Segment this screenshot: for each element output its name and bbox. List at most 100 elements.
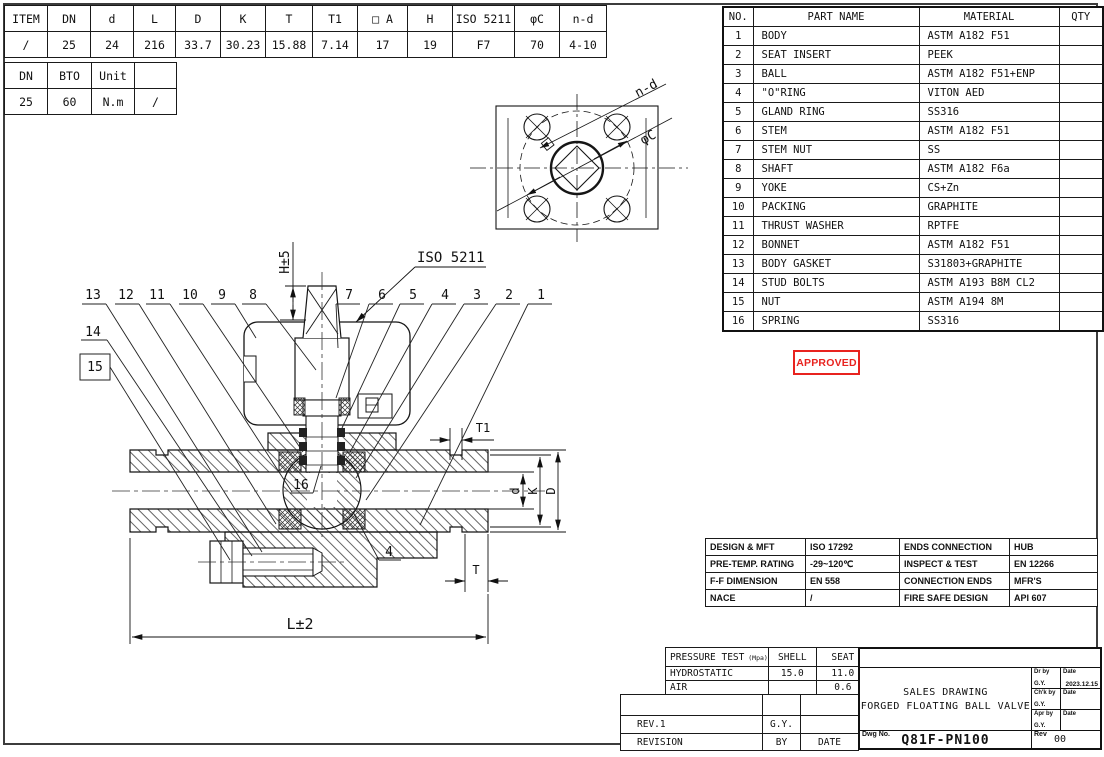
part-name: STEM NUT [752,140,920,160]
packing-ring [337,456,345,465]
dim-value: 33.7 [175,31,221,58]
part-qty [1058,83,1104,103]
bolt-hole [603,195,631,223]
part-material: ASTM A182 F51+ENP [918,64,1060,84]
drain-bolt-tip [312,547,323,577]
dim-header: n-d [559,5,607,32]
torque-value: 25 [4,88,48,115]
callout-7: 7 [345,288,353,303]
approved-stamp: APPROVED [793,350,860,375]
t1-dim-label: T1 [476,421,490,435]
torque-value: N.m [91,88,135,115]
title-block-empty-strip [860,649,1100,668]
dim-header: φC [514,5,560,32]
spec-value: / [805,589,900,607]
iso5211-label: ISO 5211 [417,250,484,266]
n-d-label: n-d [632,77,660,101]
pressure-shell-value: 15.0 [767,666,817,681]
callout-10: 10 [182,288,198,303]
part-no: 15 [722,292,754,312]
sign-date-label: Date [1063,690,1077,696]
part-material: ASTM A182 F51 [918,235,1060,255]
packing-ring [337,428,345,437]
seat-ring [278,451,302,473]
part-no: 3 [722,64,754,84]
torque-header: DN [4,62,48,89]
pressure-header: SHELL [767,647,817,667]
part-name: SHAFT [752,159,920,179]
dim-value: 30.23 [220,31,266,58]
dim-value: 17 [357,31,408,58]
callout-12: 12 [118,288,134,303]
stem-bore [549,140,605,196]
part-name: NUT [752,292,920,312]
spec-label: NACE [705,589,806,607]
torque-header: BTO [47,62,92,89]
sign-role: Dr by [1034,669,1050,675]
part-no: 12 [722,235,754,255]
revision-name [620,694,763,716]
part-name: YOKE [752,178,920,198]
k-dim-label: K [526,487,540,495]
dimensions [129,242,566,644]
spec-value: EN 12266 [1009,555,1098,573]
part-material: ASTM A193 B8M CL2 [918,273,1060,293]
part-qty [1058,178,1104,198]
callout-11: 11 [149,288,165,303]
t-dim-label: T [472,563,479,577]
flange-top-view [470,83,688,242]
part-qty [1058,45,1104,65]
drawing-title: SALES DRAWING FORGED FLOATING BALL VALVE [860,668,1032,730]
spec-value: API 607 [1009,589,1098,607]
part-no: 1 [722,26,754,46]
torque-header [134,62,177,89]
part-material: SS [918,140,1060,160]
sign-date-label: Date [1063,669,1077,675]
parts-header: PART NAME [752,6,920,27]
part-qty [1058,292,1104,312]
callout-3: 3 [473,288,481,303]
dim-header: T [265,5,313,32]
revision-name: REV.1 [620,715,763,734]
callout-9: 9 [218,288,226,303]
part-no: 11 [722,216,754,236]
revision-cell: Rev 00 [1032,731,1100,749]
part-no: 10 [722,197,754,217]
part-name: BODY GASKET [752,254,920,274]
packing-ring [299,456,307,465]
callout-5: 5 [409,288,417,303]
part-name: "O"RING [752,83,920,103]
rev-value: 00 [1054,734,1067,745]
part-qty [1058,197,1104,217]
phi-c-label: φC [638,128,659,149]
spec-label: ENDS CONNECTION [899,538,1010,556]
part-qty [1058,102,1104,122]
bolt-hole [523,195,551,223]
part-qty [1058,254,1104,274]
part-no: 7 [722,140,754,160]
revision-date [800,715,859,734]
dim-header: □ A [357,5,408,32]
callout-8: 8 [249,288,257,303]
torque-value: 60 [47,88,92,115]
part-no: 9 [722,178,754,198]
part-material: S31803+GRAPHITE [918,254,1060,274]
bolt-circle [519,110,635,226]
spec-value: EN 558 [805,572,900,590]
